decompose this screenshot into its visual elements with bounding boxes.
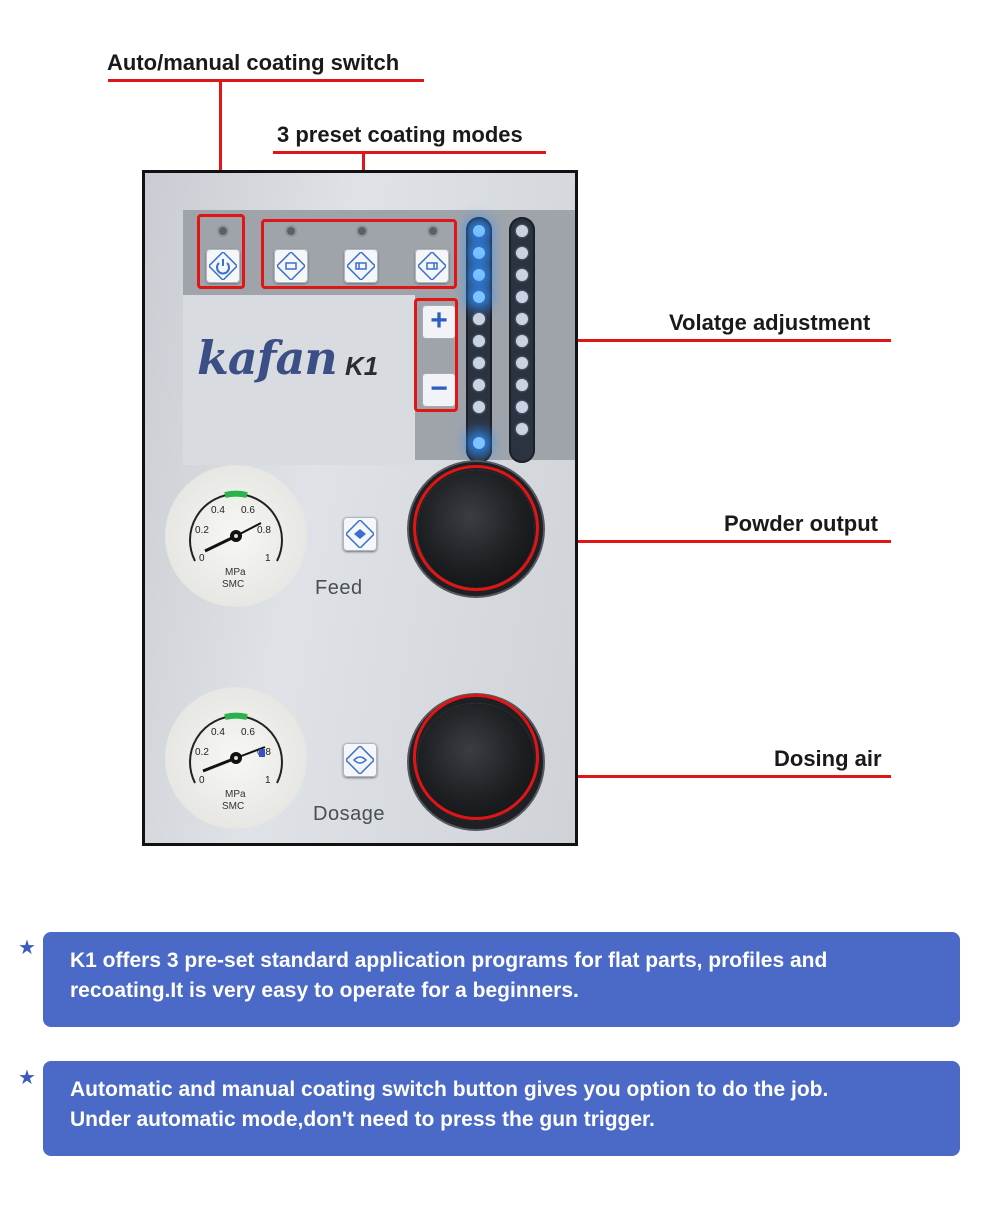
callout-underline-powder-output [537,540,891,543]
bar-led [473,401,485,413]
mode3-led [429,227,437,235]
callout-underline-auto-manual [108,79,424,82]
info-box-auto-manual: Automatic and manual coating switch butt… [43,1061,960,1156]
control-strip-cutout [183,295,415,465]
bar-led [473,379,485,391]
gauge-tick-0.4: 0.4 [211,505,225,516]
info-line: Under automatic mode,don't need to press… [70,1108,655,1131]
preset-mode-recoating-button[interactable] [415,249,449,283]
gauge-tick-1: 1 [265,553,271,564]
bar-led [473,313,485,325]
feed-pressure-gauge: 0 0.2 0.4 0.6 0.8 1 MPa SMC [165,465,307,607]
bar-led [473,247,485,259]
gauge-tick-0.2: 0.2 [195,525,209,536]
gauge-dial: 0 0.2 0.4 0.6 0.8 1 MPa SMC [189,712,283,812]
gauge-unit: MPa [225,789,246,800]
auto-manual-switch-button[interactable] [206,249,240,283]
dosage-pressure-gauge: 0 0.2 0.4 0.6 0.8 1 MPa SMC [165,687,307,829]
bar-led [516,247,528,259]
gauge-tick-0.4: 0.4 [211,727,225,738]
gauge-tick-0.8: 0.8 [257,525,271,536]
recoat-mode-icon [418,252,446,280]
mode2-led [358,227,366,235]
gauge-dial: 0 0.2 0.4 0.6 0.8 1 MPa SMC [189,490,283,590]
highlight-powder-output [413,465,539,591]
callout-preset-modes: 3 preset coating modes [277,122,523,147]
bar-led [473,437,485,449]
dosage-label: Dosage [313,803,385,825]
star-icon: ★ [18,1067,36,1089]
gauge-maker: SMC [222,579,244,590]
current-led-bar [509,217,535,463]
callout-auto-manual-switch: Auto/manual coating switch [107,50,400,75]
feed-icon [346,520,374,548]
brand-logo: kafan [197,331,338,385]
bar-led [516,269,528,281]
bar-led [516,291,528,303]
highlight-voltage-buttons [414,298,458,412]
info-line: K1 offers 3 pre-set standard application… [70,949,828,972]
info-box-presets: K1 offers 3 pre-set standard application… [43,932,960,1027]
star-icon: ★ [18,937,36,959]
profile-mode-icon [347,252,375,280]
bar-led [516,335,528,347]
bar-led [516,423,528,435]
highlight-dosing-air [413,694,539,820]
gauge-tick-0: 0 [199,775,205,786]
callout-leader-auto-manual [219,80,222,216]
voltage-led-bar [466,217,492,463]
bar-led [473,225,485,237]
callout-powder-output: Powder output [724,511,878,536]
auto-manual-led [219,227,227,235]
bar-led [473,357,485,369]
info-line: recoating.It is very easy to operate for… [70,979,579,1002]
preset-mode-profiles-button[interactable] [344,249,378,283]
gauge-tick-0.2: 0.2 [195,747,209,758]
highlight-auto-manual-switch [197,214,245,289]
callout-voltage-adjustment: Volatge adjustment [669,310,871,335]
callout-dosing-air: Dosing air [774,746,882,771]
gauge-tick-0: 0 [199,553,205,564]
feed-indicator [343,517,377,551]
callout-underline-dosing-air [537,775,891,778]
voltage-plus-button[interactable]: + [422,305,456,339]
voltage-minus-button[interactable]: − [422,373,456,407]
callout-underline-preset-modes [273,151,546,154]
bar-led [473,269,485,281]
gauge-tick-1: 1 [265,775,271,786]
bar-led [516,225,528,237]
bar-led [473,335,485,347]
flat-part-mode-icon [277,252,305,280]
gauge-maker: SMC [222,801,244,812]
gauge-tick-0.6: 0.6 [241,505,255,516]
preset-mode-flat-parts-button[interactable] [274,249,308,283]
bar-led [473,291,485,303]
model-label: K1 [345,351,379,381]
feed-label: Feed [315,577,363,599]
power-icon [209,252,237,280]
dosage-indicator [343,743,377,777]
highlight-preset-modes [261,219,457,289]
mode1-led [287,227,295,235]
bar-led [516,313,528,325]
gauge-tick-0.6: 0.6 [241,727,255,738]
bar-led [516,401,528,413]
gauge-unit: MPa [225,567,246,578]
dosage-icon [346,746,374,774]
callout-underline-voltage [456,339,891,342]
bar-led [516,379,528,391]
info-line: Automatic and manual coating switch butt… [70,1078,829,1101]
bar-led [516,357,528,369]
